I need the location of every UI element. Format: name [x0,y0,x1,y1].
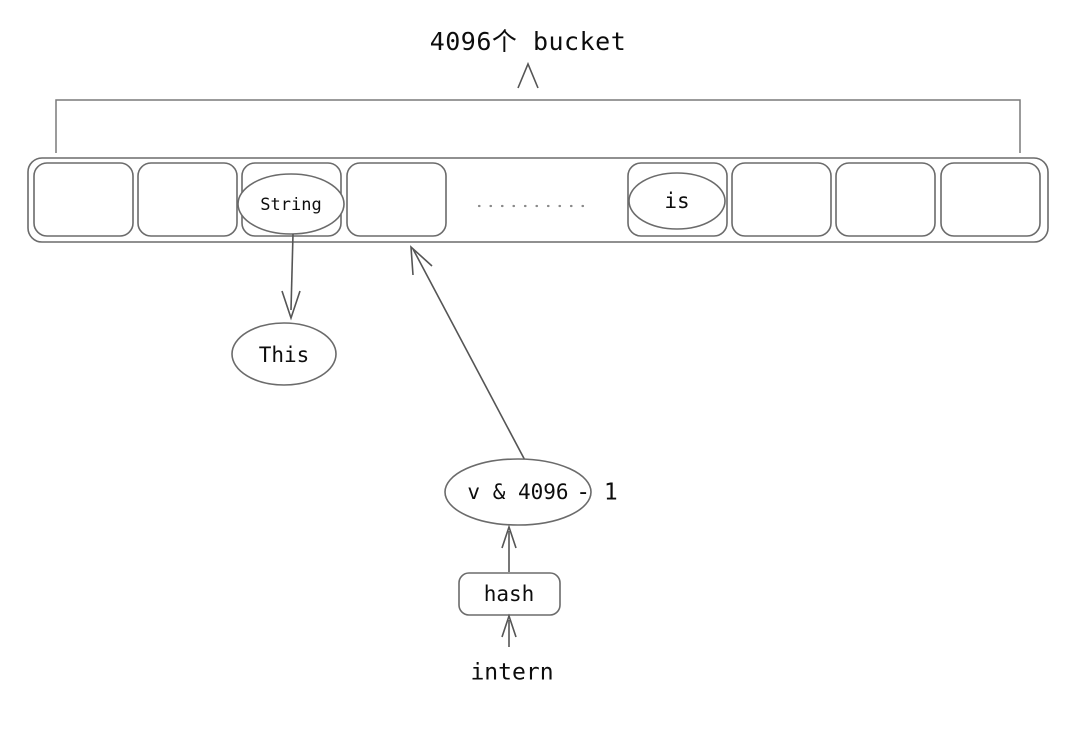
span-bracket [55,99,1021,153]
this-node-ellipse[interactable] [231,322,337,386]
mask-node-label: v & 4096 [467,480,568,504]
bucket-cell-3[interactable] [346,162,447,237]
mask-node-ellipse[interactable] [444,458,592,526]
bucket-cell-7[interactable] [940,162,1041,237]
bucket-entry-is-label: is [664,189,689,213]
bucket-entry-is-ellipse[interactable] [628,172,726,230]
bucket-cell-5[interactable] [731,162,832,237]
bucket-entry-string-label: String [260,195,321,215]
edge-mask-to-bucket-arrowhead [410,245,433,276]
bucket-entry-string-ellipse[interactable] [237,173,345,235]
intern-node-label: intern [470,660,553,686]
bucket-cell-6[interactable] [835,162,936,237]
mask-node-suffix: - 1 [576,480,618,506]
edge-intern-to-hash-arrowhead [501,613,517,638]
this-node-label: This [259,343,310,367]
edge-string-to-this [290,233,294,311]
edge-string-to-this-arrowhead [281,290,301,321]
edge-mask-to-bucket [412,248,529,467]
caret-up-icon [517,61,539,89]
edge-hash-to-mask-arrowhead [501,524,517,549]
bucket-cell-1[interactable] [137,162,238,237]
bucket-cell-0[interactable] [33,162,134,237]
hash-node-label: hash [484,582,535,606]
diagram-title: 4096个 bucket [430,27,627,56]
